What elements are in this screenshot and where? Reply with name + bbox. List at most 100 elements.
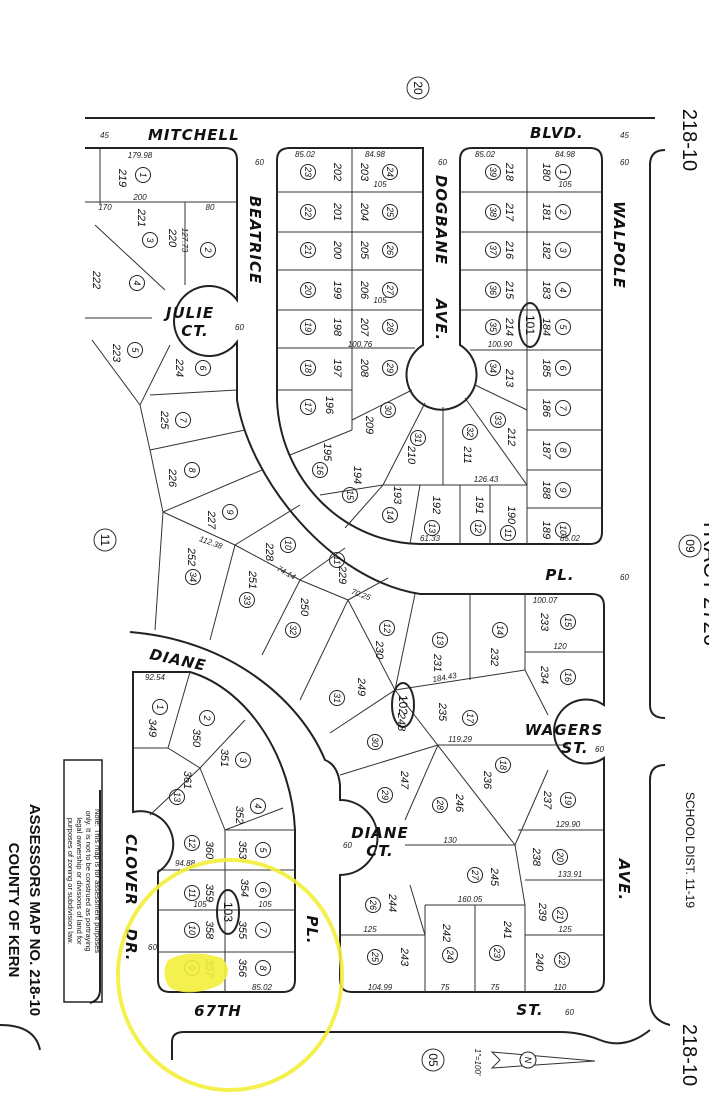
lot-circle [382, 507, 398, 523]
parcel-number: 354 [238, 879, 250, 897]
adjoining-map-right[interactable]: 09 [678, 534, 702, 558]
parcel-number: 352 [233, 806, 245, 824]
adjoining-map-top[interactable]: 20 [406, 76, 430, 100]
adjoining-map-left[interactable]: 11 [93, 528, 117, 552]
lot-number: 17 [465, 713, 475, 724]
school-district: SCHOOL DIST. 11-19 [683, 792, 697, 908]
parcel-number: 199 [331, 281, 343, 299]
lot-circle [200, 242, 216, 258]
lot-circle [300, 399, 316, 415]
dimension-label: 105 [373, 180, 387, 189]
dimension-label: 160.05 [458, 895, 483, 904]
adjoining-map-bottom[interactable]: 05 [421, 1048, 445, 1072]
parcel-number: 231 [431, 653, 443, 672]
